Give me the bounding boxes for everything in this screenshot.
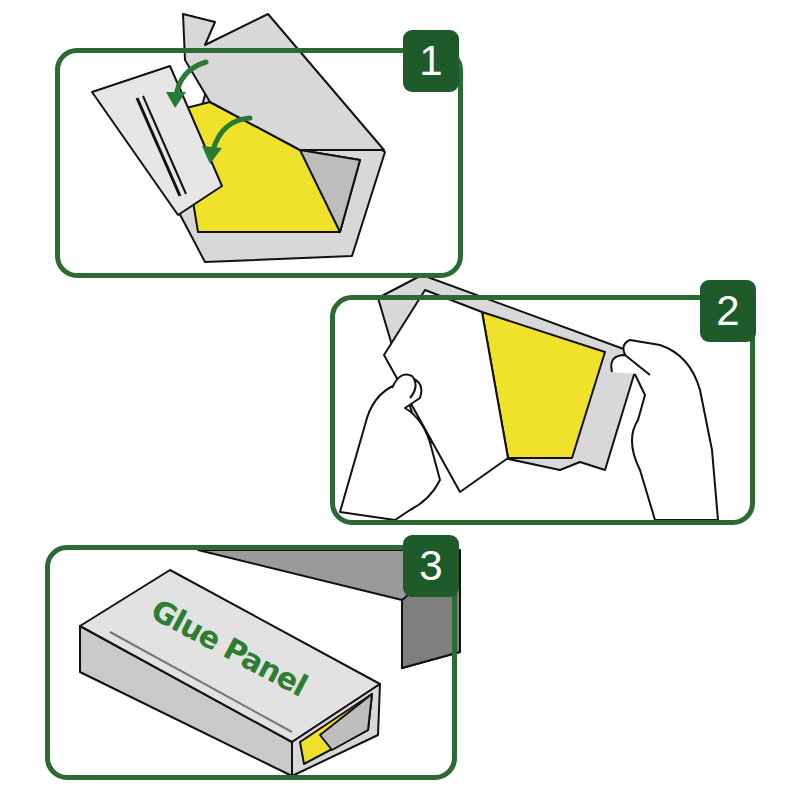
box-end [292,684,380,776]
side-flap [92,66,222,215]
fold-arrow [213,118,250,150]
step-panel: 1 [55,48,463,278]
step-panel: 2 [330,295,755,525]
box-end-inner [320,694,372,750]
step-number: 2 [700,280,756,342]
lid-flap [183,14,384,150]
box-inner-wall [300,150,360,232]
fold-arrow [176,62,206,96]
right-thumb [611,355,650,375]
left-thumb [392,375,416,399]
left-hand [340,378,440,520]
arrow-head [166,92,186,108]
flap-slot [143,96,186,194]
step-number: 3 [403,535,459,597]
step-number: 1 [403,30,459,92]
arrow-head [202,146,222,164]
box-end-yellow [300,694,372,764]
flap-slot [137,98,180,196]
